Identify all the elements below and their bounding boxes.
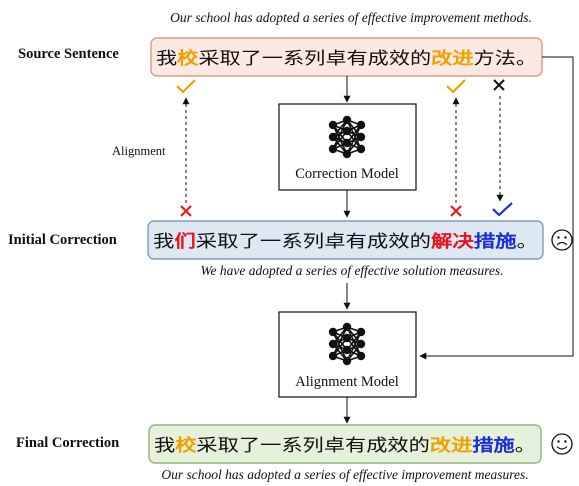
check-icon [446, 79, 466, 94]
final-correction-text: 我校采取了一系列卓有成效的改进措施。 [154, 435, 536, 456]
cross-icon [180, 205, 192, 217]
cross-icon [493, 79, 505, 91]
source-to-alignment-arrow [419, 56, 574, 360]
sentence-segment: 我 [153, 232, 174, 252]
final-correction-box [148, 424, 542, 464]
sentence-segment: 校 [177, 48, 199, 69]
sentence-segment: 改进 [430, 435, 472, 456]
check-icon [492, 202, 513, 217]
final-label: Final Correction [16, 435, 119, 451]
initial-translation: We have adopted a series of effective so… [200, 263, 503, 278]
initial-correction-box [147, 220, 544, 260]
source-translation: Our school has adopted a series of effec… [170, 10, 532, 25]
sentence-segment: 校 [175, 435, 197, 456]
correction-model-label: Correction Model [295, 166, 399, 182]
sentence-segment: 解决 [431, 231, 475, 252]
sentence-segment: 我 [156, 49, 177, 69]
sentence-segment: 措施 [474, 231, 517, 252]
sentence-segment: 们 [174, 231, 195, 252]
sentence-segment: 采取了一系列卓有成效的 [196, 232, 431, 252]
neural-network-icon [328, 115, 366, 159]
sentence-segment: 。 [516, 49, 537, 69]
source-label: Source Sentence [18, 46, 119, 62]
final-translation: Our school has adopted a series of effec… [161, 467, 528, 482]
sentence-segment: 采取了一系列卓有成效的 [198, 49, 431, 69]
sentence-segment: 方法 [474, 49, 516, 69]
happy-face-icon [551, 433, 573, 455]
sentence-segment: 措施 [472, 435, 514, 456]
sentence-segment: 改进 [431, 48, 473, 69]
sentence-segment: 。 [515, 436, 536, 456]
initial-correction-text: 我们采取了一系列卓有成效的解决措施。 [153, 231, 538, 252]
neural-network-icon [328, 322, 366, 366]
cross-icon [450, 205, 462, 217]
sad-face-icon [551, 229, 573, 251]
sentence-segment: 我 [154, 436, 175, 456]
check-icon [176, 79, 196, 94]
alignment-label: Alignment [112, 144, 166, 158]
sentence-segment: 采取了一系列卓有成效的 [196, 436, 429, 456]
alignment-model-label: Alignment Model [295, 374, 399, 390]
initial-label: Initial Correction [8, 232, 117, 248]
sentence-segment: 。 [517, 232, 538, 252]
source-sentence-text: 我校采取了一系列卓有成效的改进方法。 [156, 48, 537, 69]
